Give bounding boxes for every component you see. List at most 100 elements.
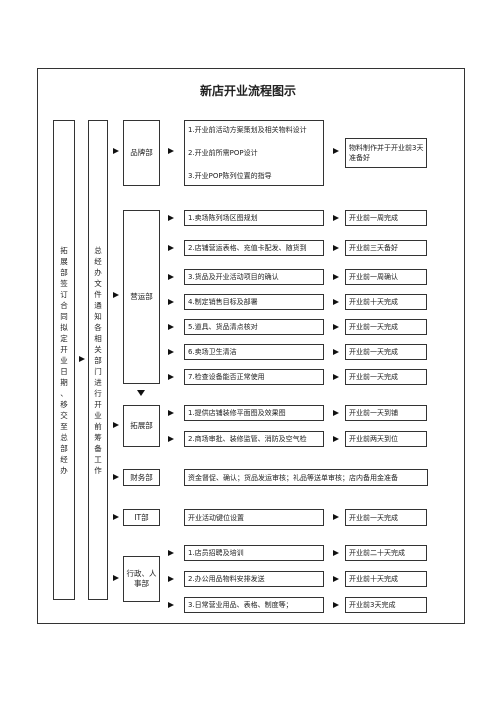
arrow-right	[168, 410, 174, 416]
it-task-box: 开业活动键位设置	[184, 509, 324, 526]
brand-task: 2.开业前所需POP设计	[188, 149, 258, 157]
ops-result-box: 开业前一天完成	[345, 319, 427, 335]
arrow-right	[333, 374, 339, 380]
arrow-right	[333, 514, 339, 520]
ops-result-box: 开业前一周确认	[345, 269, 427, 285]
vertical-char: 相	[94, 333, 102, 343]
brand-result-box: 物料制作并于开业前3天准备好	[345, 138, 427, 168]
arrow-right	[168, 349, 174, 355]
brand-dept-box: 品牌部	[123, 120, 160, 186]
ops-result-box: 开业前十天完成	[345, 294, 427, 310]
brand-tasks-box: 1.开业前活动方案策划及相关物料设计 2.开业前所需POP设计 3.开业POP陈…	[184, 120, 324, 186]
vertical-char: 行	[94, 388, 102, 398]
ops-result-box: 开业前三天备好	[345, 240, 427, 256]
vertical-char: 通	[94, 300, 102, 310]
vertical-char: 关	[94, 344, 102, 354]
ops-task-box: 4.制定销售目标及部署	[184, 294, 324, 310]
finance-dept-box: 财务部	[123, 469, 160, 486]
expand-dept-box: 拓展部	[123, 405, 160, 447]
admin-dept-box: 行政、人事部	[123, 556, 160, 602]
admin-result-box: 开业前十天完成	[345, 571, 427, 587]
ops-result-box: 开业前一天完成	[345, 344, 427, 360]
arrow-right	[168, 299, 174, 305]
admin-task-box: 2.办公用品物料安排发送	[184, 571, 324, 587]
arrow-right	[333, 349, 339, 355]
ops-task-box: 6.卖场卫生清洁	[184, 344, 324, 360]
vertical-char: 、	[60, 388, 68, 398]
vertical-char: 知	[94, 311, 102, 321]
expand-result-box: 开业前两天到位	[345, 431, 427, 447]
arrow-right	[333, 274, 339, 280]
ops-task-box: 7.检查设备能否正常使用	[184, 369, 324, 385]
arrow-right	[168, 436, 174, 442]
arrow-right	[113, 148, 119, 154]
vertical-char: 总	[60, 432, 68, 442]
vertical-char: 开	[60, 344, 68, 354]
ops-task-box: 3.货品及开业活动项目的确认	[184, 269, 324, 285]
arrow-right	[168, 550, 174, 556]
arrow-right	[333, 299, 339, 305]
vertical-char: 日	[60, 366, 68, 376]
arrow-right	[168, 576, 174, 582]
vertical-char: 经	[60, 454, 68, 464]
vertical-char: 定	[60, 333, 68, 343]
vertical-char: 各	[94, 322, 102, 332]
vertical-char: 签	[60, 278, 68, 288]
arrow-right	[333, 576, 339, 582]
arrow-right	[333, 602, 339, 608]
vertical-char: 经	[94, 256, 102, 266]
contract-signing-box: 拓展部签订合同拟定开业日期、移交至总部经办	[53, 120, 75, 600]
vertical-char: 业	[94, 410, 102, 420]
vertical-char: 订	[60, 289, 68, 299]
vertical-char: 合	[60, 300, 68, 310]
arrow-right	[168, 274, 174, 280]
vertical-char: 业	[60, 355, 68, 365]
arrow-right	[113, 514, 119, 520]
admin-result-box: 开业前3天完成	[345, 597, 427, 613]
arrow-right	[79, 356, 85, 362]
admin-task-box: 1.店员招聘及培训	[184, 545, 324, 561]
brand-task: 3.开业POP陈列位置的指导	[188, 172, 272, 180]
arrow-right	[168, 245, 174, 251]
arrow-right	[333, 148, 339, 154]
vertical-char: 前	[94, 421, 102, 431]
arrow-right	[333, 215, 339, 221]
vertical-char: 部	[94, 355, 102, 365]
admin-result-box: 开业前二十天完成	[345, 545, 427, 561]
arrow-right	[333, 436, 339, 442]
arrow-right	[113, 292, 119, 298]
vertical-char: 拓	[60, 245, 68, 255]
vertical-char: 开	[94, 399, 102, 409]
vertical-char: 进	[94, 377, 102, 387]
vertical-char: 办	[60, 465, 68, 475]
ops-task-box: 2.店铺营运表格、充值卡配发、随货到	[184, 240, 324, 256]
ops-result-box: 开业前一天完成	[345, 369, 427, 385]
arrow-right	[333, 245, 339, 251]
arrow-right	[333, 410, 339, 416]
vertical-char: 期	[60, 377, 68, 387]
vertical-char: 至	[60, 421, 68, 431]
vertical-char: 筹	[94, 432, 102, 442]
expand-task-box: 1.提供店铺装修平面图及效果图	[184, 405, 324, 421]
ops-task-box: 5.道具、货品清点核对	[184, 319, 324, 335]
vertical-char: 总	[94, 245, 102, 255]
arrow-right	[333, 550, 339, 556]
it-dept-box: IT部	[123, 509, 160, 526]
vertical-char: 备	[94, 443, 102, 453]
vertical-char: 门	[94, 366, 102, 376]
arrow-right	[113, 422, 119, 428]
vertical-char: 部	[60, 443, 68, 453]
ops-result-box: 开业前一周完成	[345, 210, 427, 226]
ops-task-box: 1.卖场陈列场区图规划	[184, 210, 324, 226]
arrow-right	[333, 324, 339, 330]
ceo-office-notice-box: 总经办文件通知各相关部门进行开业前筹备工作	[88, 120, 108, 600]
arrow-down	[137, 390, 145, 396]
vertical-char: 拟	[60, 322, 68, 332]
vertical-char: 作	[94, 465, 102, 475]
vertical-char: 工	[94, 454, 102, 464]
arrow-right	[113, 474, 119, 480]
expand-task-box: 2.商场审批、装修监管、消防及空气检	[184, 431, 324, 447]
vertical-char: 同	[60, 311, 68, 321]
diagram-title: 新店开业流程图示	[199, 84, 296, 98]
diagram-frame	[37, 68, 465, 624]
